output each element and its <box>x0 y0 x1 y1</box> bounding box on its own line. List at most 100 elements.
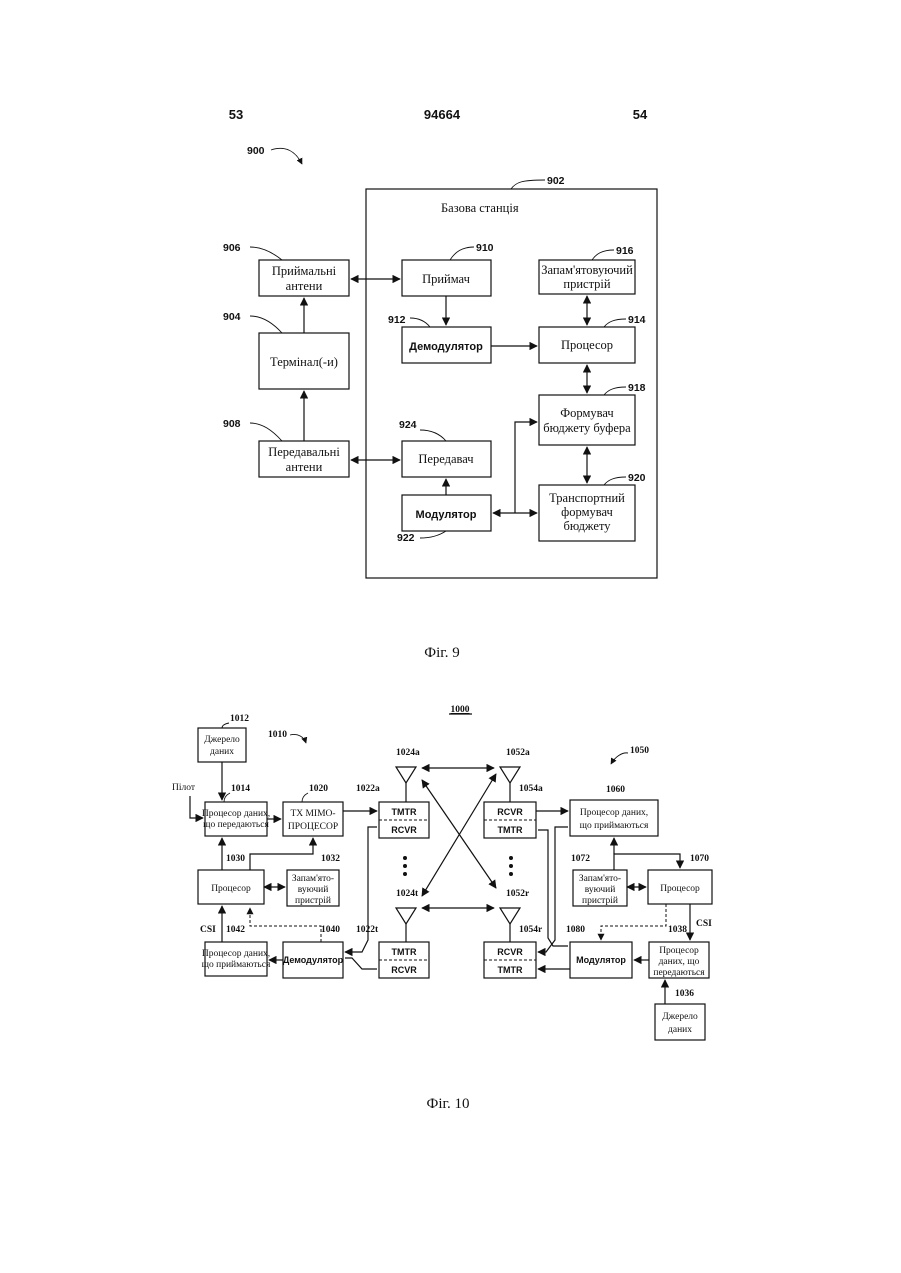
ref-1020: 1020 <box>309 784 328 794</box>
tx-data-processor-2-label-2: даних, що <box>659 957 700 967</box>
ref-902: 902 <box>547 175 565 187</box>
rx-data-processor-1-label-1: Процесор даних, <box>202 949 270 959</box>
data-source-1-label-2: даних <box>210 747 234 757</box>
ref-1032: 1032 <box>321 854 340 864</box>
ref-906: 906 <box>223 242 241 254</box>
ref-1014: 1014 <box>231 784 250 794</box>
transceiver-1022a-rcvr: RCVR <box>391 825 417 835</box>
antenna-1052r <box>500 908 520 942</box>
figure-9: 900 Базова станція 902 Приймальні антени… <box>223 145 657 661</box>
ref-1022a: 1022a <box>356 784 380 794</box>
memory-2-label-3: пристрій <box>582 895 618 906</box>
buffer-budget-box <box>539 395 635 445</box>
figure-9-caption: Фіг. 9 <box>424 645 459 661</box>
ref-904: 904 <box>223 311 241 323</box>
antenna-1024t <box>396 908 416 942</box>
data-source-2-label-2: даних <box>668 1025 692 1035</box>
processor-1-label: Процесор <box>211 884 251 894</box>
ref-924: 924 <box>399 419 417 431</box>
tx-data-processor-box <box>205 802 267 836</box>
transceiver-1054r-rcvr: RCVR <box>497 947 523 957</box>
figure-10-caption: Фіг. 10 <box>427 1096 470 1112</box>
transceiver-1022a-tmtr: TMTR <box>392 807 417 817</box>
transceiver-1054a-tmtr: TMTR <box>498 825 523 835</box>
ref-1038: 1038 <box>668 925 687 935</box>
data-source-1-label-1: Джерело <box>204 735 240 745</box>
ref-914: 914 <box>628 314 646 326</box>
ref-1024t: 1024t <box>396 889 419 899</box>
transceiver-1022t-rcvr: RCVR <box>391 965 417 975</box>
buffer-budget-label-1: Формувач <box>560 406 613 420</box>
transceiver-1022t-tmtr: TMTR <box>392 947 417 957</box>
ref-1060: 1060 <box>606 785 625 795</box>
memory-1-label-2: вуючий <box>298 884 329 895</box>
processor-label: Процесор <box>561 338 613 352</box>
ref-900: 900 <box>247 145 265 157</box>
transceiver-1054r-tmtr: TMTR <box>498 965 523 975</box>
tx-data-processor-2-label-3: передаються <box>653 968 705 978</box>
processor-2-label: Процесор <box>660 884 700 894</box>
antenna-1052a <box>500 767 520 802</box>
memory-1-label-1: Запам'ято- <box>292 874 334 884</box>
ref-1040: 1040 <box>321 925 340 935</box>
transport-budget-label-2: формувач <box>561 505 613 519</box>
transport-budget-label-3: бюджету <box>564 519 612 533</box>
ref-1052r: 1052r <box>506 889 530 899</box>
receiver-label: Приймач <box>422 272 470 286</box>
data-source-2-label-1: Джерело <box>662 1012 698 1022</box>
ref-1054r: 1054r <box>519 925 543 935</box>
ref-920: 920 <box>628 472 646 484</box>
modulator-2-label: Модулятор <box>576 955 626 965</box>
transmitter-label: Передавач <box>418 452 473 466</box>
memory-2-label-2: вуючий <box>585 884 616 895</box>
ellipsis-left <box>403 856 407 876</box>
antenna-1024a <box>396 767 416 802</box>
ref-918: 918 <box>628 382 646 394</box>
transmit-antennas-label-2: антени <box>286 460 323 474</box>
demodulator-1-label: Демодулятор <box>283 955 344 965</box>
ref-1052a: 1052a <box>506 748 530 758</box>
ref-1042: 1042 <box>226 925 245 935</box>
pilot-label: Пілот <box>172 783 196 793</box>
memory-label-2: пристрій <box>563 277 611 291</box>
ref-1036: 1036 <box>675 989 694 999</box>
ref-1024a: 1024a <box>396 748 420 758</box>
rx-data-processor-2-label-2: що приймаються <box>580 820 649 831</box>
ref-908: 908 <box>223 418 241 430</box>
rx-data-processor-2-label-1: Процесор даних, <box>580 808 648 818</box>
demodulator-label: Демодулятор <box>409 341 483 353</box>
transmit-antennas-label-1: Передавальні <box>268 445 340 459</box>
ref-916: 916 <box>616 245 634 257</box>
ref-1010: 1010 <box>268 730 287 740</box>
csi-right-label: CSI <box>696 919 712 929</box>
modulator-label: Модулятор <box>416 509 477 521</box>
transceiver-1054a-rcvr: RCVR <box>497 807 523 817</box>
ref-1072: 1072 <box>571 854 590 864</box>
ref-1080: 1080 <box>566 925 585 935</box>
receive-antennas-label-1: Приймальні <box>272 264 337 278</box>
ref-1054a: 1054a <box>519 784 543 794</box>
figure-10: 1000 1010 1050 Джерело даних 1012 Процес… <box>172 705 712 1112</box>
rx-data-processor-1-box <box>205 942 267 976</box>
transport-budget-label-1: Транспортний <box>549 491 625 505</box>
memory-label-1: Запам'ятовуючий <box>541 263 633 277</box>
memory-1-label-3: пристрій <box>295 895 331 906</box>
tx-mimo-processor-label-1: TX MIMO- <box>290 809 335 819</box>
terminal-label: Термінал(-и) <box>270 355 338 369</box>
rx-data-processor-1-label-2: що приймаються <box>202 959 271 970</box>
tx-data-processor-label-1: Процесор даних, <box>202 809 270 819</box>
ref-1012: 1012 <box>230 714 249 724</box>
tx-data-processor-label-2: що передаються <box>203 820 269 830</box>
base-station-label: Базова станція <box>441 201 519 215</box>
csi-left-label: CSI <box>200 925 216 935</box>
right-page-number: 54 <box>633 107 648 122</box>
receive-antennas-label-2: антени <box>286 279 323 293</box>
ref-912: 912 <box>388 314 406 326</box>
ellipsis-right <box>509 856 513 876</box>
ref-1030: 1030 <box>226 854 245 864</box>
tx-mimo-processor-label-2: ПРОЦЕСОР <box>288 822 338 832</box>
ref-922: 922 <box>397 532 415 544</box>
left-page-number: 53 <box>229 107 243 122</box>
